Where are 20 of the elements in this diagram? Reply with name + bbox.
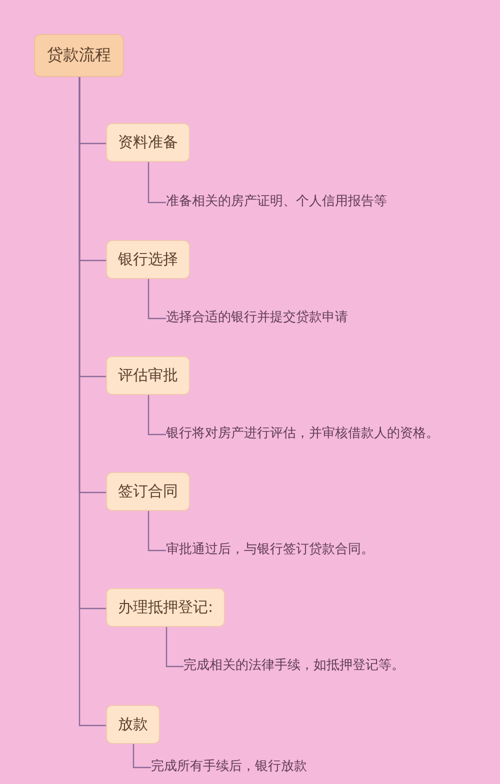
note-text: 完成所有手续后，银行放款 bbox=[151, 758, 307, 776]
topic-box: 评估审批 bbox=[106, 356, 190, 395]
connector-line bbox=[148, 511, 166, 552]
connector-line bbox=[148, 162, 166, 204]
topic-box: 资料准备 bbox=[106, 123, 190, 162]
note-text: 审批通过后，与银行签订贷款合同。 bbox=[166, 541, 374, 559]
note-text: 完成相关的法律手续，如抵押登记等。 bbox=[184, 657, 405, 675]
connector-line bbox=[78, 77, 106, 726]
root-topic-box: 贷款流程 bbox=[34, 34, 124, 77]
note-text: 准备相关的房产证明、个人信用报告等 bbox=[166, 193, 387, 211]
topic-box: 签订合同 bbox=[106, 472, 190, 511]
note-text: 选择合适的银行并提交贷款申请 bbox=[166, 309, 348, 327]
note-text: 银行将对房产进行评估，并审核借款人的资格。 bbox=[166, 425, 439, 443]
connector-line bbox=[148, 279, 166, 320]
connector-line bbox=[148, 395, 166, 436]
connector-line bbox=[132, 744, 151, 768]
topic-box: 放款 bbox=[106, 705, 160, 744]
topic-box: 银行选择 bbox=[106, 240, 190, 279]
topic-box: 办理抵押登记: bbox=[106, 588, 226, 627]
connector-line bbox=[166, 627, 184, 668]
